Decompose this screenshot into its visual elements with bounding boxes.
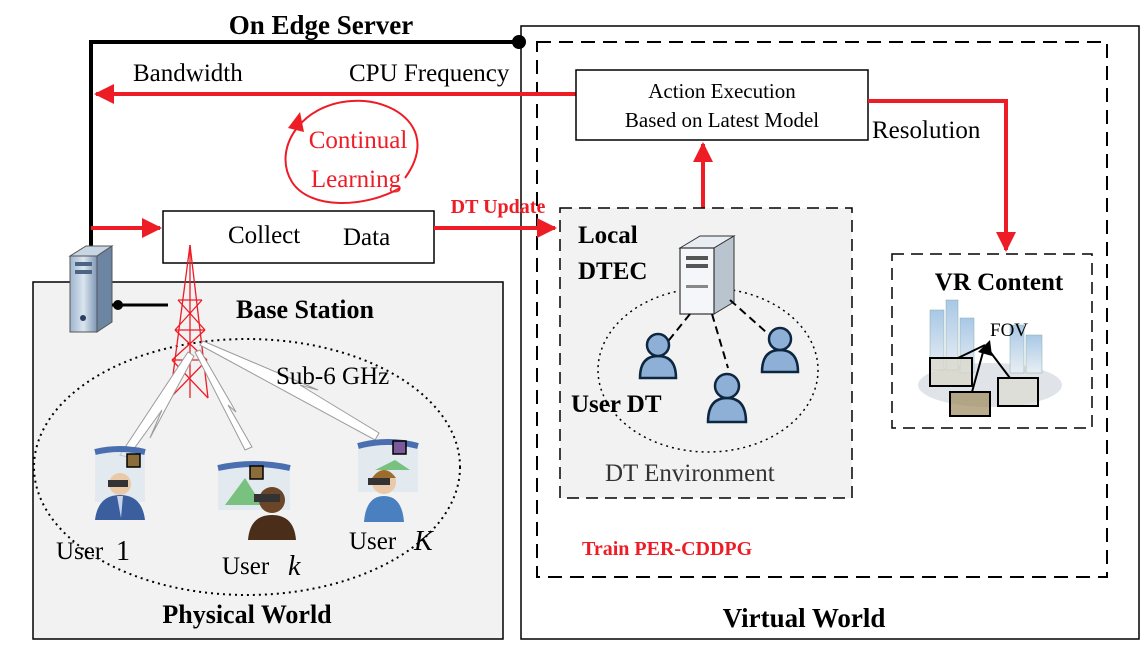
- continual-label-2: Learning: [311, 166, 402, 193]
- virtual-world-title: Virtual World: [723, 603, 886, 633]
- user-dt-avatars: [638, 326, 800, 424]
- data-word-fallback: Data: [343, 224, 390, 251]
- edge-server-junction: [512, 35, 526, 49]
- user-k-index: k: [288, 551, 301, 582]
- user-dt-label: User DT: [571, 391, 662, 418]
- dt-server-icon: [678, 235, 736, 315]
- wireless-signals: [119, 340, 380, 458]
- dt-links: [664, 299, 776, 369]
- cpu-frequency-label: CPU Frequency: [349, 60, 510, 87]
- server-link-node: [113, 300, 123, 310]
- fov-label: FOV: [990, 320, 1028, 341]
- continual-label-1: Continual: [309, 127, 408, 154]
- user-1-index: 1: [116, 536, 130, 567]
- action-box-line2: Based on Latest Model: [625, 108, 819, 132]
- edge-server-line: [89, 40, 520, 246]
- user-k-prefix: User: [222, 553, 275, 580]
- user-K-index: K: [413, 526, 434, 557]
- edge-server-label: On Edge Server: [229, 10, 413, 40]
- training-region: [536, 41, 1108, 578]
- user-1-prefix: User: [56, 538, 109, 565]
- action-box-line1: Action Execution: [648, 79, 796, 103]
- base-station-label: Base Station: [236, 295, 375, 324]
- continual-loop-arrowhead: [288, 112, 304, 132]
- collect-word: Collect: [228, 222, 300, 249]
- action-execution-box: [575, 69, 869, 141]
- local-label: Local: [578, 222, 638, 249]
- dt-environment-label: DT Environment: [605, 460, 775, 487]
- user-K-prefix: User: [349, 528, 402, 555]
- physical-world-title: Physical World: [162, 600, 332, 629]
- resolution-arrow: [868, 99, 1016, 252]
- bandwidth-label: Bandwidth: [133, 60, 243, 87]
- edge-server-icon: [68, 245, 114, 333]
- resolution-label: Resolution: [872, 117, 981, 144]
- collect-data-box: [162, 210, 435, 264]
- vr-city-image: [918, 299, 1062, 417]
- sub6-label: Sub-6 GHz: [276, 363, 389, 390]
- coverage-ellipse: [33, 338, 461, 596]
- dt-environment-ellipse: [597, 287, 819, 453]
- train-label: Train PER-CDDPG: [582, 538, 753, 560]
- vr-content-title: VR Content: [935, 269, 1064, 296]
- dt-update-label: DT Update: [451, 196, 546, 218]
- dtec-label: DTEC: [578, 258, 647, 285]
- user-k: [217, 461, 296, 540]
- user-K-big: [357, 439, 419, 522]
- user-1: [94, 446, 146, 520]
